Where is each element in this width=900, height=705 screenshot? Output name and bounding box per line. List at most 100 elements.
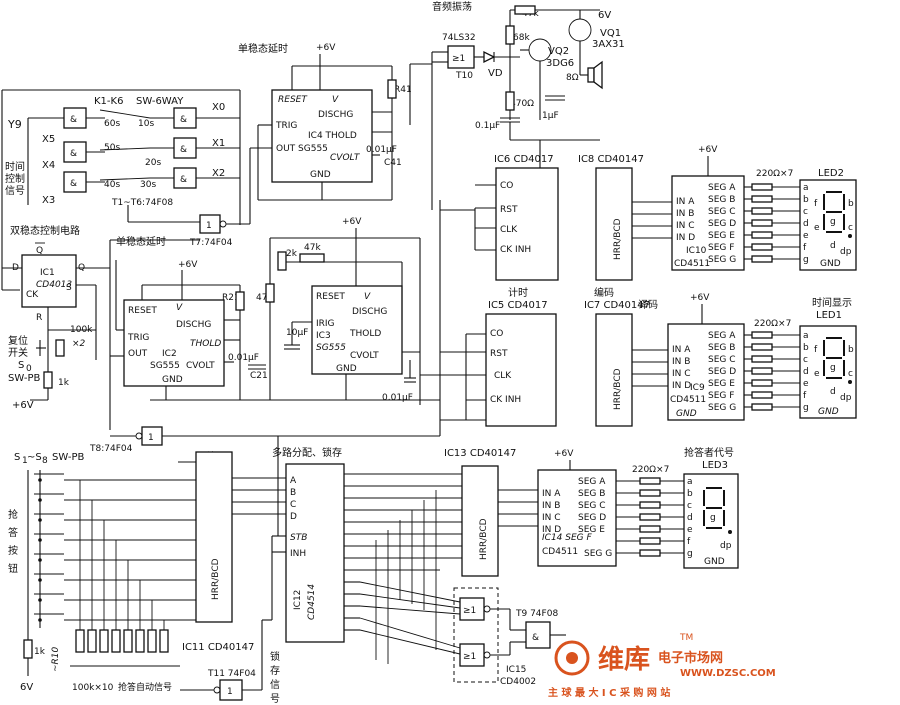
ic5-ckinh-pin: CK INH xyxy=(490,395,521,405)
led2-pin-b: b xyxy=(803,195,809,205)
answer-btn-label-3: 按 xyxy=(8,544,18,557)
ic8-label: IC8 CD40147 xyxy=(578,154,644,165)
r2k xyxy=(277,251,287,271)
t9-label: T9 74F08 xyxy=(515,609,558,619)
ic9-body xyxy=(667,323,745,421)
ic2-part: SG555 xyxy=(150,361,180,371)
count-label: 计时 xyxy=(508,286,528,299)
t20s-label: 20s xyxy=(145,158,161,168)
ic9-gnd: GND xyxy=(676,409,697,419)
ic10-sege: SEG E xyxy=(708,231,735,241)
ic12-label: IC12 xyxy=(293,590,303,610)
ic4-reset-pin: RESET xyxy=(278,95,308,105)
r21 xyxy=(235,291,245,311)
ic14-ind-pin: IN D xyxy=(542,525,561,535)
r220-array-bot xyxy=(616,477,684,557)
r41-label: R41 xyxy=(394,85,412,95)
ic10-segg: SEG G xyxy=(708,255,736,265)
r8-label: 8Ω xyxy=(566,73,579,83)
v6-left-label: +6V xyxy=(12,400,34,411)
s1s8-n: 8 xyxy=(42,456,48,466)
t11-label: T11 74F04 xyxy=(207,669,256,679)
watermark-sub: 电子市场网 xyxy=(658,650,723,666)
ic12-body xyxy=(285,463,345,643)
ic2-vcc-pin: V xyxy=(176,303,183,313)
x2mult-label: ×2 xyxy=(72,339,86,349)
vq1-type-label: 3AX31 xyxy=(592,39,625,50)
lock-signal-label-2: 存 xyxy=(270,664,280,677)
ic6-rst-pin: RST xyxy=(500,205,518,215)
ic4-trig-pin: TRIG xyxy=(275,121,297,131)
v6-ic9-label: +6V xyxy=(690,293,710,303)
ic8-body xyxy=(595,167,633,281)
ic3-thold-pin: THOLD xyxy=(349,329,381,339)
ic10-segf: SEG F xyxy=(708,243,734,253)
ic2-thold-pin: THOLD xyxy=(190,339,221,349)
sw6way-label: SW-6WAY xyxy=(136,96,184,107)
ic10-segd: SEG D xyxy=(708,219,736,229)
led1-pin-e: e xyxy=(803,379,809,389)
v6-bot-label: 6V xyxy=(20,682,33,693)
r47k-ic3-label: 47k xyxy=(304,243,321,253)
s1s8-label: S xyxy=(14,452,20,463)
ic14-ina-pin: IN A xyxy=(542,489,561,499)
t8-gate-symbol: 1 xyxy=(148,433,154,443)
ic6-label: IC6 CD4017 xyxy=(494,154,554,165)
answer-buttons: S 1 ~S 8 SW-PB 抢 答 按 钮 xyxy=(8,452,180,693)
x1-label: X1 xyxy=(212,138,225,149)
ic1-part: CD4013 xyxy=(36,280,72,290)
led2-label: LED2 xyxy=(818,168,844,179)
ic15-gate-b-symbol: ≥1 xyxy=(463,652,476,662)
t8-inverter: 1 T8:74F04 xyxy=(89,200,441,454)
ic1-body xyxy=(21,254,77,308)
r47k-side xyxy=(265,283,275,303)
answer-btn-label-4: 钮 xyxy=(8,562,18,575)
led1-gnd: GND xyxy=(818,407,839,417)
ic9-led1: +6V 220Ω×7 时间显示 LED1 IN A IN B IN C IN D… xyxy=(632,293,857,421)
v6-ic4-label: +6V xyxy=(316,43,336,53)
t1t6-label: T1~T6:74F08 xyxy=(111,198,173,208)
ic12-stb-pin: STB xyxy=(290,533,307,543)
ic14-part: CD4511 xyxy=(542,547,578,557)
reset-sw-label-1: 复位 xyxy=(8,334,28,347)
ic3-label: IC3 xyxy=(316,331,331,341)
ic14-segb: SEG B xyxy=(578,489,605,499)
x2-label: X2 xyxy=(212,168,225,179)
ic9-inc-pin: IN C xyxy=(672,369,691,379)
led2-pin-d: d xyxy=(803,219,809,229)
ic2-trig-pin: TRIG xyxy=(127,333,149,343)
led1-pin-a: a xyxy=(803,331,809,341)
x4-label: X4 xyxy=(42,160,55,171)
v6-ic3-label: +6V xyxy=(342,217,362,227)
r100k10-label: 100k×10 xyxy=(72,683,114,693)
ic11-label: IC11 CD40147 xyxy=(182,642,254,653)
led3-pin-b: b xyxy=(687,489,693,499)
gate-t3-symbol: & xyxy=(70,179,77,189)
led2-seg-e: e xyxy=(814,223,820,233)
vq1-label: VQ1 xyxy=(600,28,621,39)
ic1-ck-pin: CK xyxy=(26,290,39,300)
ic2-gnd-pin: GND xyxy=(162,375,183,385)
s0-label: S xyxy=(18,360,24,371)
led3-gnd: GND xyxy=(704,557,725,567)
ic14-segg: SEG G xyxy=(584,549,612,559)
r220x7-top-label: 220Ω×7 xyxy=(756,169,793,179)
ic9-sege: SEG E xyxy=(708,379,735,389)
r47k-side-label: 47k xyxy=(256,293,273,303)
t8-label: T8:74F04 xyxy=(89,444,133,454)
led1-seg-b: b xyxy=(848,345,854,355)
t9-gate-symbol: & xyxy=(532,633,539,643)
led1-pin-b: b xyxy=(803,343,809,353)
answer-btn-label-1: 抢 xyxy=(8,508,18,521)
led3-pin-d: d xyxy=(687,513,693,523)
led2-pin-g: g xyxy=(803,255,809,265)
r1k-bot xyxy=(23,639,33,659)
r100k-a xyxy=(55,339,65,357)
ic6-ckinh-pin: CK INH xyxy=(500,245,531,255)
y9-label: Y9 xyxy=(7,118,22,131)
led3-dp: dp xyxy=(720,541,732,551)
ic6-co-pin: CO xyxy=(500,181,513,191)
led2-pin-a: a xyxy=(803,183,809,193)
led3-display xyxy=(683,473,739,569)
r220-array-mid xyxy=(744,331,800,411)
